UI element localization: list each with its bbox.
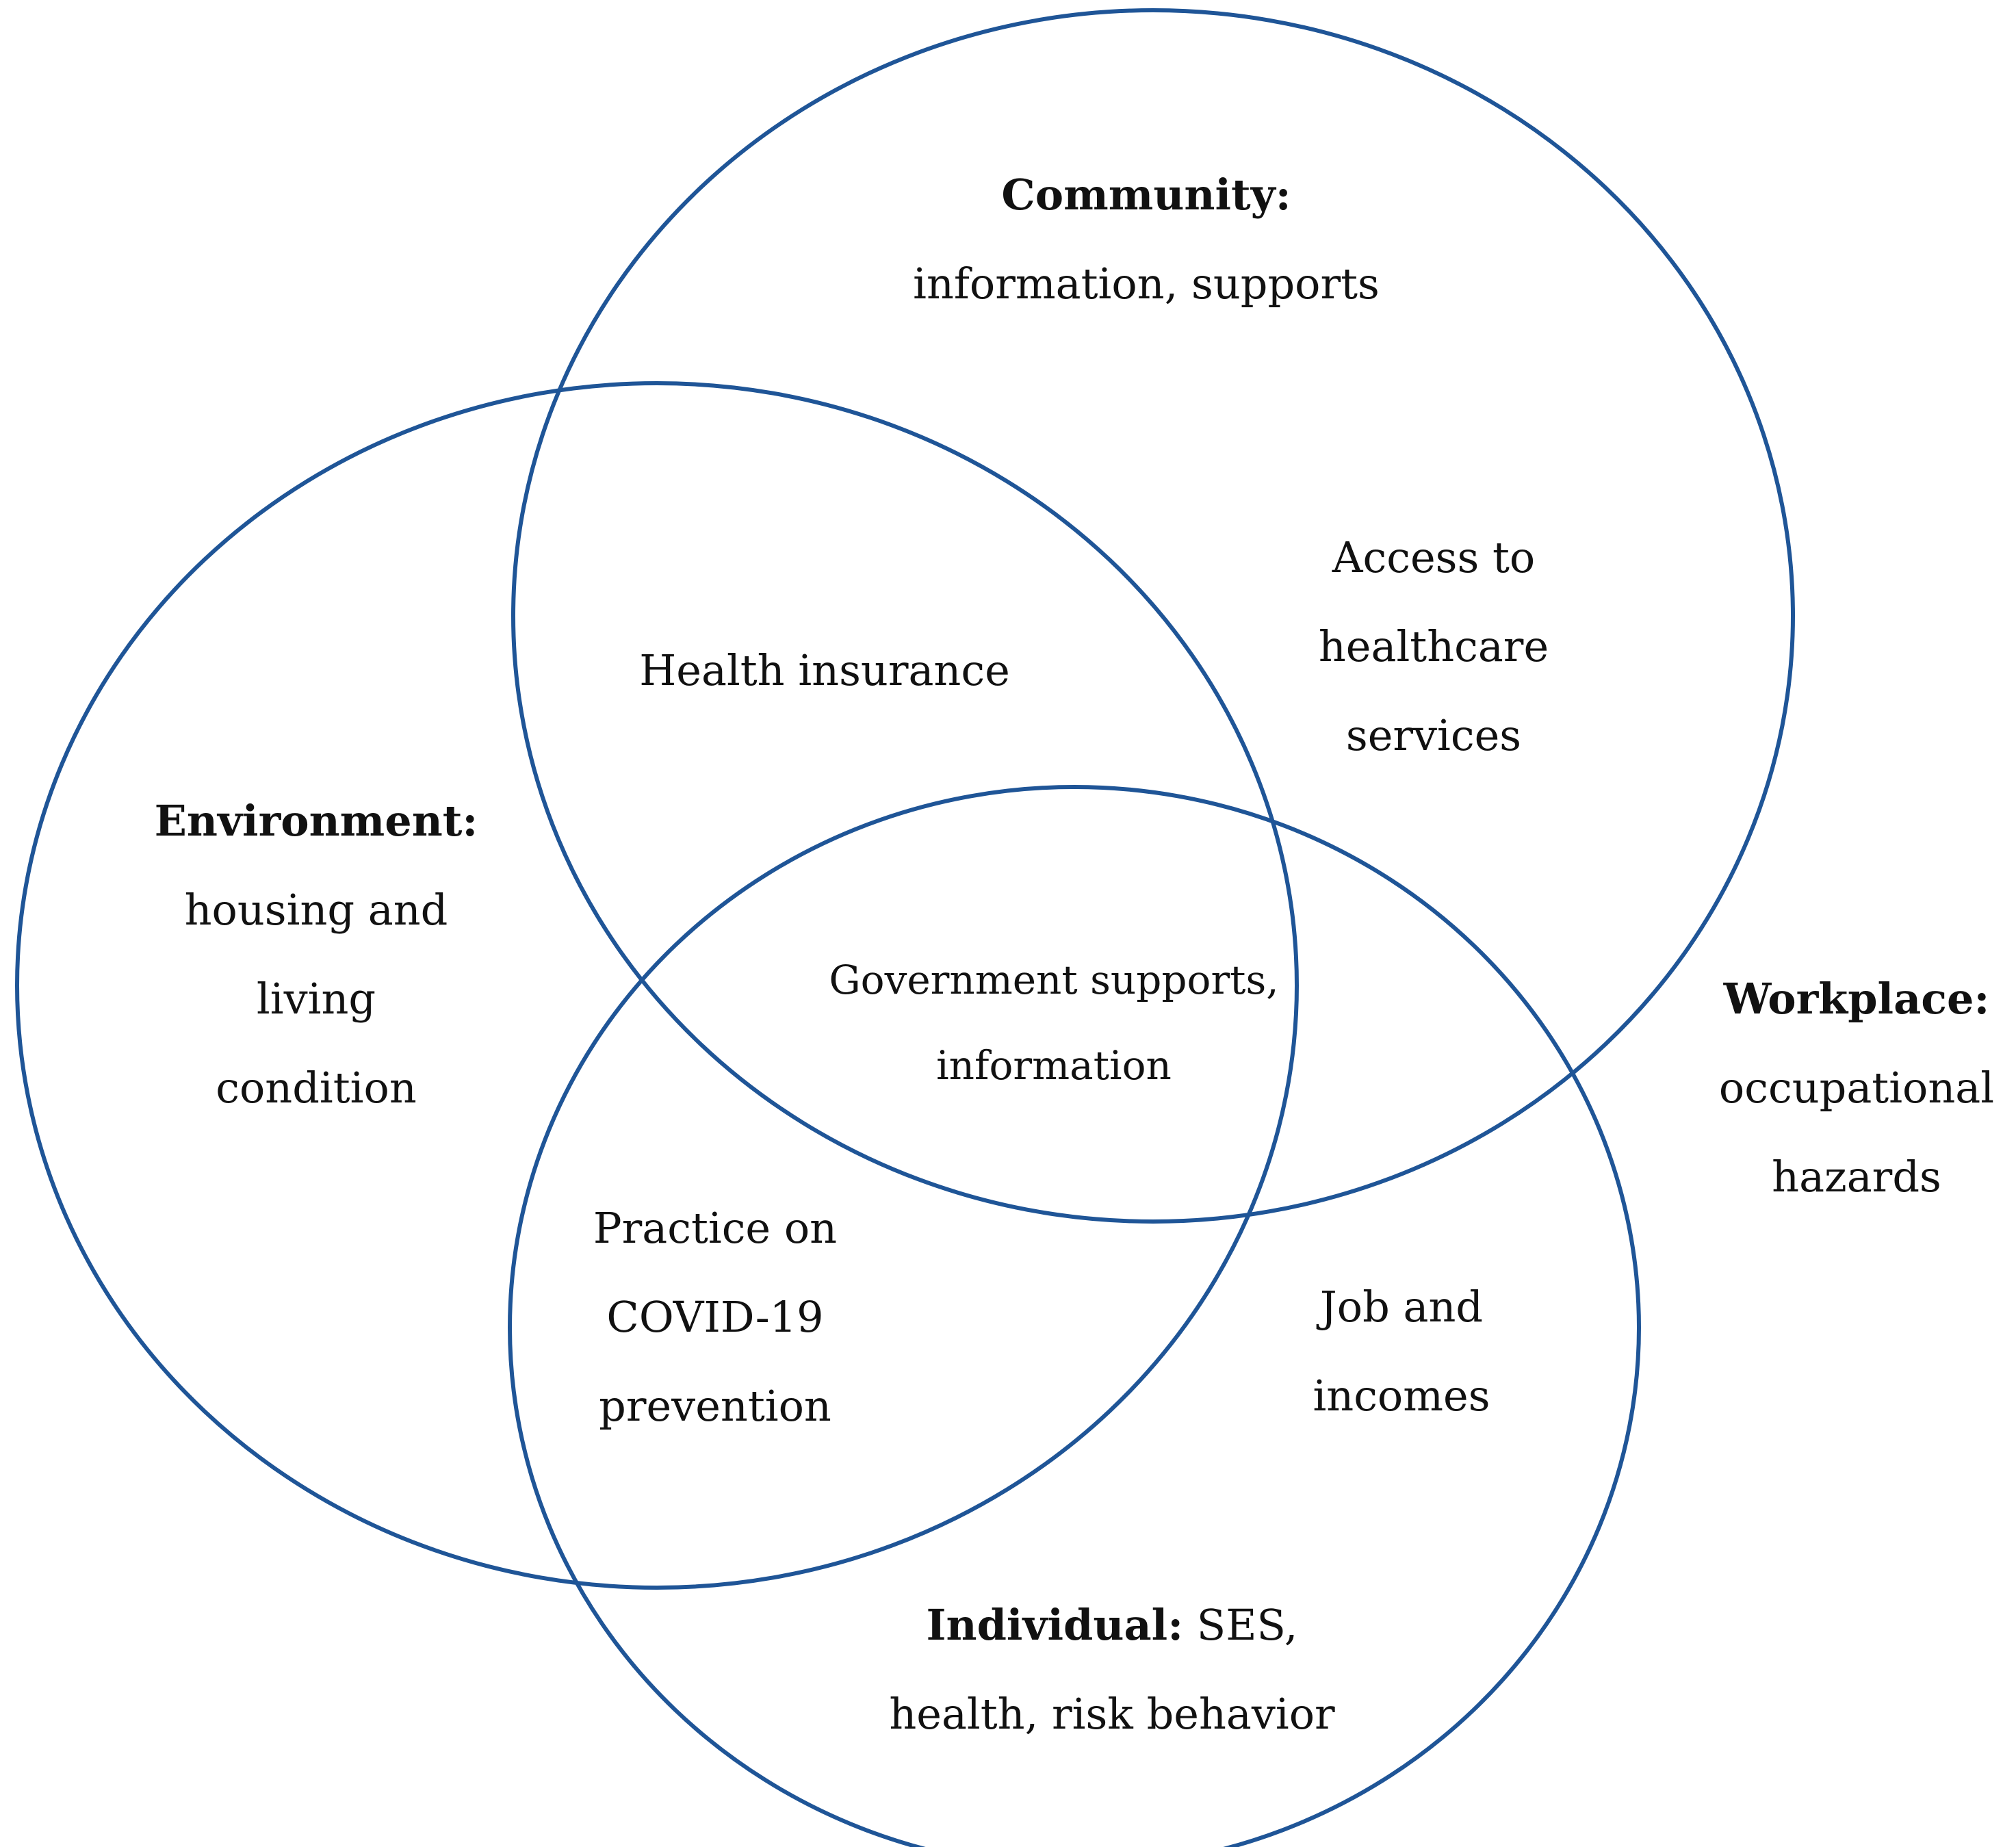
- government-line-2: information: [936, 1042, 1172, 1089]
- community-body: information, supports: [913, 259, 1380, 309]
- practice-line-3: prevention: [599, 1381, 831, 1431]
- workplace-label: Workplace: occupational hazards: [1719, 955, 1994, 1222]
- community-circle: [511, 8, 1795, 1224]
- health-insurance-label: Health insurance: [639, 626, 1010, 715]
- individual-line-1: Individual: SES,: [889, 1581, 1334, 1670]
- access-line-3: services: [1345, 710, 1522, 760]
- individual-rest: SES,: [1183, 1600, 1298, 1650]
- practice-covid-label: Practice on COVID-19 prevention: [593, 1184, 837, 1451]
- access-healthcare-label: Access to healthcare services: [1319, 513, 1549, 780]
- individual-title: Individual:: [926, 1600, 1184, 1650]
- practice-line-1: Practice on: [593, 1203, 838, 1253]
- government-supports-label: Government supports, information: [829, 938, 1278, 1109]
- job-line-1: Job and: [1319, 1282, 1484, 1332]
- workplace-line-1: occupational: [1718, 1063, 1995, 1113]
- environment-line-1: housing and: [184, 885, 448, 935]
- health-insurance-text: Health insurance: [639, 645, 1010, 695]
- job-incomes-label: Job and incomes: [1313, 1263, 1490, 1441]
- community-title: Community:: [1001, 170, 1291, 220]
- access-line-1: Access to: [1332, 532, 1536, 582]
- environment-circle: [15, 381, 1299, 1590]
- individual-label: Individual: SES, health, risk behavior: [889, 1581, 1334, 1759]
- workplace-title: Workplace:: [1723, 974, 1990, 1024]
- workplace-line-2: hazards: [1772, 1152, 1941, 1202]
- environment-line-2: living: [256, 974, 376, 1024]
- community-label: Community: information, supports: [913, 151, 1380, 328]
- individual-circle: [508, 785, 1641, 1847]
- access-line-2: healthcare: [1318, 621, 1549, 671]
- environment-title: Environment:: [154, 796, 478, 846]
- environment-line-3: condition: [216, 1063, 417, 1113]
- job-line-2: incomes: [1313, 1371, 1490, 1421]
- environment-label: Environment: housing and living conditio…: [155, 777, 478, 1133]
- individual-line-2: health, risk behavior: [889, 1689, 1335, 1739]
- practice-line-2: COVID-19: [606, 1292, 824, 1342]
- government-line-1: Government supports,: [829, 957, 1279, 1003]
